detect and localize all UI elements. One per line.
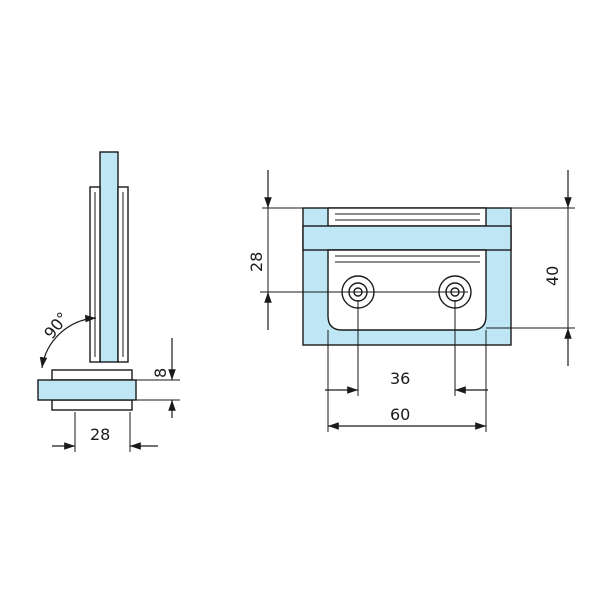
side-angle-arc xyxy=(39,314,97,369)
side-lower-clamp-bottom xyxy=(51,399,133,411)
side-vertical-glass xyxy=(99,151,119,363)
side-width-label: 28 xyxy=(90,425,110,444)
side-view: 90° 8 28 xyxy=(37,151,180,452)
front-width-label: 60 xyxy=(390,405,410,424)
front-height-label: 40 xyxy=(543,266,562,286)
front-spacing-label: 36 xyxy=(390,369,410,388)
front-offset-label: 28 xyxy=(247,252,266,272)
front-view: 36 60 28 40 xyxy=(247,170,575,432)
side-lower-clamp-top xyxy=(51,369,133,381)
front-top-strip xyxy=(327,207,487,227)
front-clamp-plate xyxy=(327,249,487,331)
side-angle-label: 90° xyxy=(40,308,72,342)
front-glass-band xyxy=(302,225,512,251)
side-thickness-label: 8 xyxy=(151,368,170,378)
side-horizontal-glass xyxy=(37,379,137,401)
